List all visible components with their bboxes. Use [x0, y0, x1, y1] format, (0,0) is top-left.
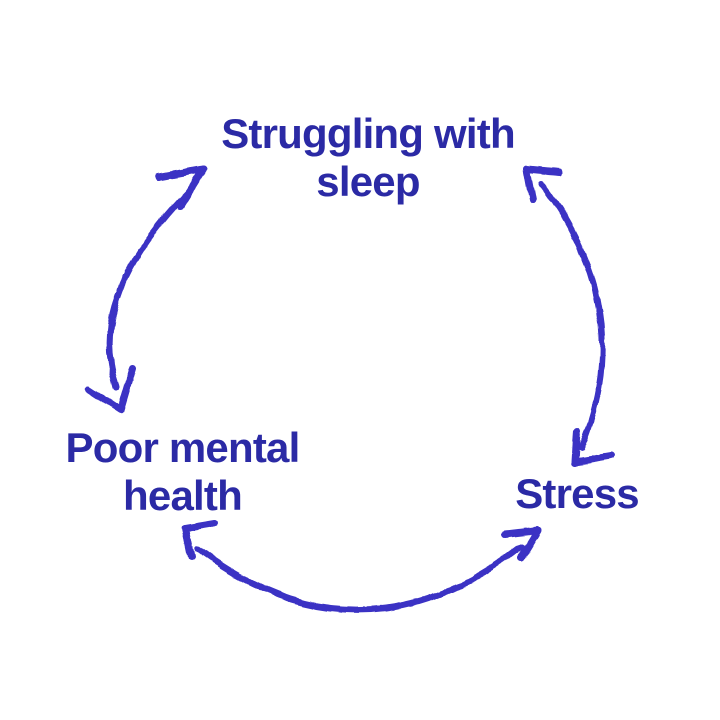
- edge-left-arrowhead-bottom: [85, 365, 137, 414]
- node-label-stress: Stress: [515, 470, 639, 517]
- edge-bottom-arrowhead-left: [181, 519, 219, 561]
- node-label-struggling-with-sleep: Struggling with sleep: [221, 110, 515, 205]
- node-label-poor-mental-health: Poor mental health: [65, 424, 301, 519]
- edge-left-arrowhead-top: [155, 165, 207, 210]
- edge-left-arc: [106, 185, 195, 389]
- edge-bottom-arc: [194, 543, 525, 613]
- edge-bottom-arrowhead-right: [500, 526, 542, 562]
- edge-right-arrowhead-bottom: [571, 427, 615, 466]
- edge-right-arrowhead-top: [523, 165, 563, 205]
- edge-right-arc: [539, 181, 606, 451]
